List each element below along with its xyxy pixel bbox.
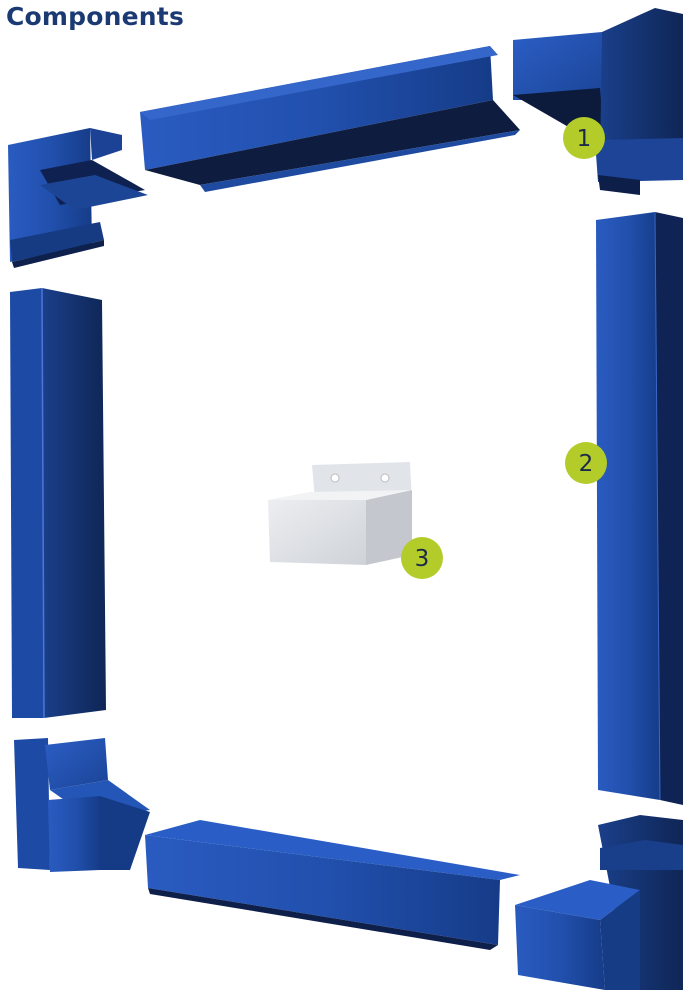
screw-hole-right bbox=[381, 474, 389, 482]
callout-badge-2: 2 bbox=[565, 442, 607, 484]
top-left-corner bbox=[8, 128, 148, 268]
top-right-corner bbox=[513, 8, 683, 195]
bottom-right-corner bbox=[515, 815, 683, 990]
svg-text:2: 2 bbox=[579, 451, 594, 477]
callout-badge-1: 1 bbox=[563, 117, 605, 159]
callout-badge-3: 3 bbox=[401, 537, 443, 579]
screw-hole-left bbox=[331, 474, 339, 482]
top-channel bbox=[140, 46, 520, 192]
bottom-channel bbox=[145, 820, 520, 950]
right-vertical-channel bbox=[596, 212, 683, 805]
bottom-left-corner bbox=[14, 738, 150, 872]
svg-text:3: 3 bbox=[415, 546, 430, 572]
wall-bracket bbox=[268, 462, 412, 565]
svg-text:1: 1 bbox=[577, 126, 592, 152]
left-vertical-channel bbox=[10, 288, 106, 718]
